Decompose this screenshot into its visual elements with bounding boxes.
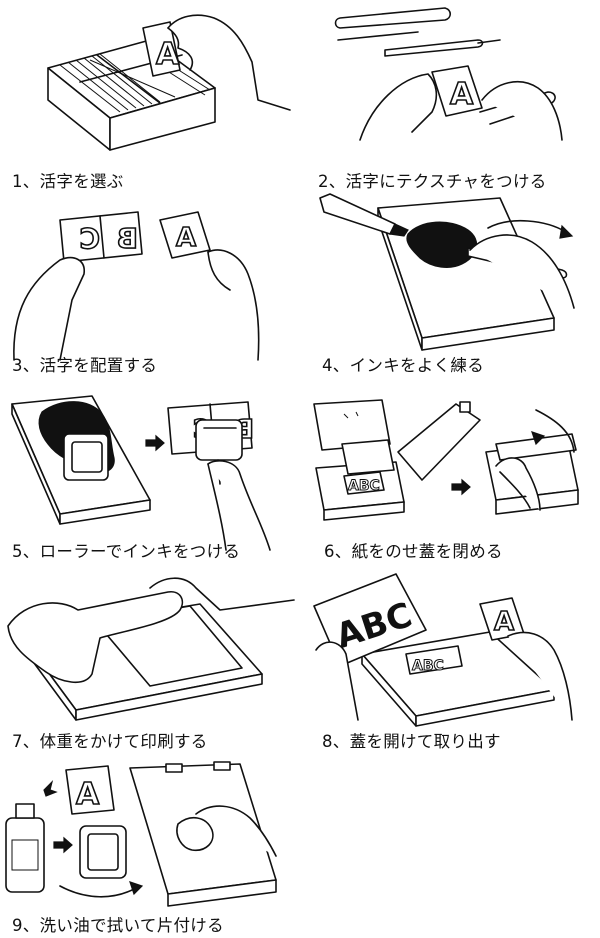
arrow-icon: [487, 219, 567, 233]
step-3: C B A 3、活字を配置する: [0, 190, 300, 380]
hand-icon: [13, 249, 260, 361]
arrow-icon: [53, 836, 73, 854]
paper-icon: [313, 399, 391, 451]
step-6: ABC 6、紙をのせ蓋を閉める: [300, 380, 600, 570]
texture-tool-icon: [334, 7, 452, 41]
hand-icon: [495, 457, 541, 511]
step-8: ABC ABC A 8、蓋を開けて取り出す: [300, 570, 600, 760]
arrow-icon: [43, 780, 58, 797]
step-9-caption: 9、洗い油で拭いて片付ける: [12, 916, 224, 935]
step-5: C B 5、ローラーでインキをつける: [0, 380, 300, 570]
step-5-caption: 5、ローラーでインキをつける: [12, 542, 241, 561]
ink-tube-icon: [319, 193, 409, 237]
hand-icon: [207, 460, 271, 551]
step-6-illustration: ABC: [313, 399, 579, 521]
arrow-icon: [59, 885, 137, 898]
step-8-illustration: ABC ABC A: [313, 573, 573, 727]
type-block-icon: C B: [59, 211, 143, 263]
type-block-icon: A: [65, 765, 115, 815]
svg-text:A: A: [176, 223, 196, 253]
svg-text:B: B: [117, 222, 138, 255]
step-2: A 2、活字にテクスチャをつける: [300, 0, 600, 191]
step-7-caption: 7、体重をかけて印刷する: [12, 732, 208, 751]
step-6-caption: 6、紙をのせ蓋を閉める: [324, 542, 503, 561]
oil-bottle-icon: [5, 803, 45, 893]
step-9: A: [0, 760, 300, 938]
svg-text:ABC: ABC: [348, 478, 380, 494]
step-9-illustration: A: [5, 761, 277, 907]
svg-text:A: A: [494, 607, 514, 637]
step-1: A 1、活字を選ぶ: [0, 0, 300, 191]
hand-icon: [359, 73, 563, 141]
step-2-caption: 2、活字にテクスチャをつける: [318, 172, 547, 191]
step-7: 7、体重をかけて印刷する: [0, 570, 300, 760]
type-block-icon: A: [431, 65, 483, 117]
step-1-caption: 1、活字を選ぶ: [12, 172, 124, 191]
hand-icon: [469, 234, 575, 309]
type-block-icon: A: [479, 597, 525, 641]
arrow-icon: [145, 434, 165, 452]
arm-icon: [7, 577, 295, 683]
ink-blob: [406, 221, 478, 268]
hand-icon: [315, 631, 573, 721]
svg-text:A: A: [156, 37, 180, 72]
step-3-caption: 3、活字を配置する: [12, 356, 158, 375]
svg-text:C: C: [79, 222, 100, 255]
roller-icon: [79, 825, 127, 879]
step-4-caption: 4、インキをよく練る: [322, 356, 484, 375]
step-8-caption: 8、蓋を開けて取り出す: [322, 732, 501, 751]
step-2-illustration: A: [334, 7, 563, 141]
stylus-icon: [384, 39, 501, 57]
lid-icon: [397, 401, 481, 481]
roller-icon: [195, 419, 243, 485]
step-4: 4、インキをよく練る: [300, 190, 600, 380]
press-box-icon: ABC: [315, 439, 405, 521]
type-block-icon: A: [159, 211, 211, 259]
svg-text:ABC: ABC: [412, 658, 444, 674]
type-block-icon: A: [142, 21, 181, 77]
step-7-illustration: [7, 577, 295, 721]
svg-text:A: A: [450, 77, 474, 112]
arrow-icon: [535, 409, 575, 453]
step-3-illustration: C B A: [13, 211, 260, 361]
hand-icon: [195, 805, 277, 857]
step-5-illustration: C B: [11, 395, 271, 551]
cloth-icon: [176, 817, 214, 852]
svg-text:A: A: [76, 777, 100, 812]
arrow-icon: [451, 478, 471, 496]
step-1-illustration: A: [47, 14, 291, 151]
step-4-illustration: [319, 193, 575, 351]
roller-icon: [63, 433, 109, 481]
hand-icon: [167, 14, 291, 111]
